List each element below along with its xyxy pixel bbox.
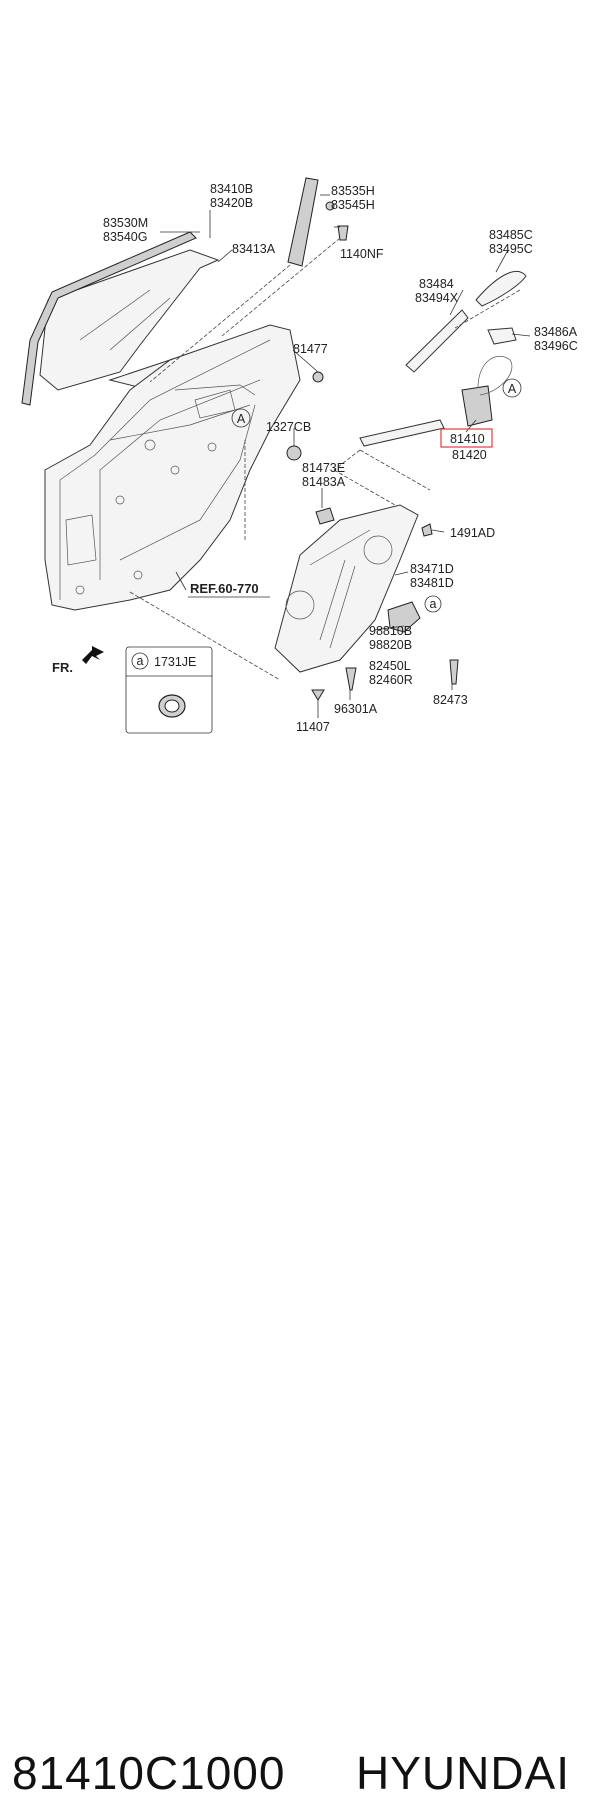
- label-82450L: 82450L: [369, 659, 411, 673]
- label-1327CB: 1327CB: [266, 420, 311, 434]
- outside-handle: [405, 271, 527, 373]
- label-81473E: 81473E: [302, 461, 345, 475]
- label-98820B: 98820B: [369, 638, 412, 652]
- label-98810B: 98810B: [369, 624, 412, 638]
- label-1491AD: 1491AD: [450, 526, 495, 540]
- label-83494X: 83494X: [415, 291, 459, 305]
- label-81477: 81477: [293, 342, 328, 356]
- label-83484: 83484: [419, 277, 454, 291]
- brand-name: HYUNDAI: [356, 1747, 571, 1799]
- label-83420B: 83420B: [210, 196, 253, 210]
- label-82473: 82473: [433, 693, 468, 707]
- part-labels: 83410B 83420B 83530M 83540G 83413A 83535…: [103, 182, 578, 734]
- glass-run-channel: [21, 231, 197, 406]
- parts-diagram: A A a 83410B 83420B 83530M 83540G 83413A…: [21, 177, 578, 734]
- svg-text:a: a: [137, 654, 144, 668]
- label-96301A: 96301A: [334, 702, 378, 716]
- label-11407: 11407: [296, 720, 330, 734]
- svg-text:A: A: [508, 382, 517, 396]
- label-83485C: 83485C: [489, 228, 533, 242]
- label-83535H: 83535H: [331, 184, 375, 198]
- svg-text:FR.: FR.: [52, 660, 73, 675]
- window-regulator: [274, 504, 419, 673]
- ref-label: REF.60-770: [190, 581, 259, 596]
- svg-text:A: A: [237, 412, 246, 426]
- window-glass: [39, 249, 220, 391]
- label-82460R: 82460R: [369, 673, 413, 687]
- label-81410: 81410: [450, 432, 485, 446]
- label-83545H: 83545H: [331, 198, 375, 212]
- fasteners: [286, 371, 459, 701]
- highlight-box-81410: [440, 428, 493, 448]
- label-83496C: 83496C: [534, 339, 578, 353]
- label-83495C: 83495C: [489, 242, 533, 256]
- front-arrow-icon: [82, 646, 104, 664]
- caption-bar: 81410C1000 HYUNDAI: [0, 870, 600, 1799]
- door-frame: [44, 324, 301, 611]
- callout-a-latch: A: [502, 378, 522, 398]
- label-81483A: 81483A: [302, 475, 346, 489]
- leader-lines: [160, 194, 531, 718]
- label-83471D: 83471D: [410, 562, 454, 576]
- door-latch: [359, 355, 513, 447]
- callout-a-lower: a: [424, 595, 442, 613]
- part-number: 81410C1000: [12, 1747, 286, 1799]
- svg-text:1731JE: 1731JE: [154, 655, 196, 669]
- label-83481D: 83481D: [410, 576, 454, 590]
- front-direction-indicator: FR.: [52, 646, 104, 675]
- sash-bracket: [287, 177, 349, 267]
- regulator-motor: [387, 601, 421, 633]
- assembly-lines: [129, 237, 521, 681]
- label-83540G: 83540G: [103, 230, 147, 244]
- legend-box: a 1731JE: [125, 646, 213, 734]
- svg-text:a: a: [430, 597, 437, 611]
- label-83410B: 83410B: [210, 182, 253, 196]
- label-1140NF: 1140NF: [340, 247, 384, 261]
- label-83413A: 83413A: [232, 242, 276, 256]
- label-83486A: 83486A: [534, 325, 578, 339]
- label-83530M: 83530M: [103, 216, 148, 230]
- label-81420: 81420: [452, 448, 487, 462]
- callout-a-door: A: [231, 408, 251, 428]
